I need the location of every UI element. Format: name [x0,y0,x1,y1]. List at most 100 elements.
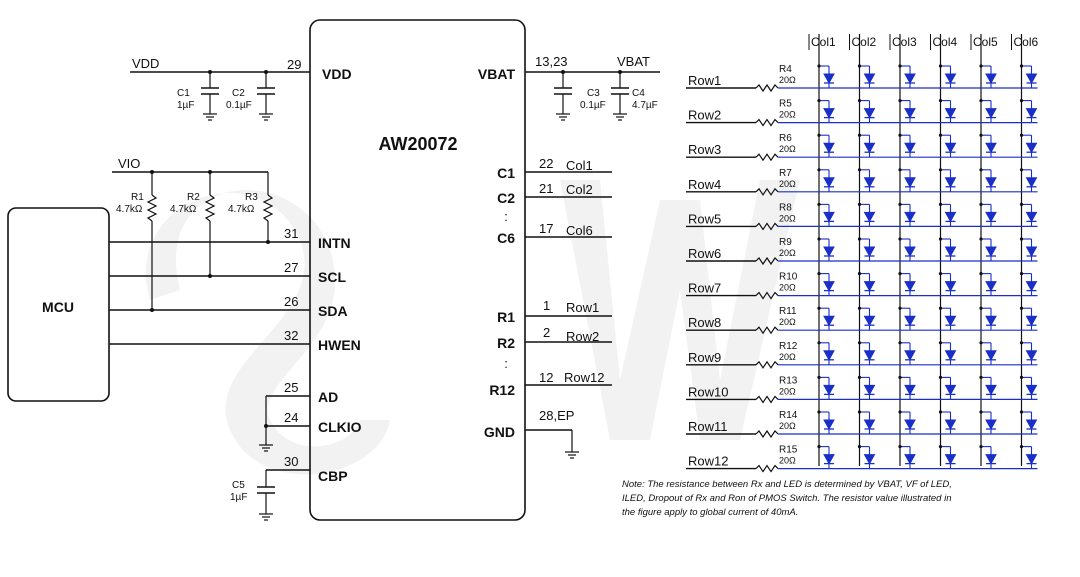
junction-dot [898,272,902,276]
junction-dot [938,306,943,310]
note-line-2: ILED, Dropout of Rx and Ron of PMOS Swit… [622,493,951,504]
junction-dot [817,445,821,449]
led-icon [985,384,997,396]
junction-dot [898,237,902,241]
pin-num-gnd: 28,EP [539,408,574,423]
row-resistor [755,153,779,162]
row-resistor [755,118,779,127]
led-icon [863,419,876,431]
row-label-7: Row7 [688,281,721,296]
junction-dot [898,168,902,172]
led-icon [823,246,835,258]
led-icon [985,211,997,223]
led-icon [904,350,916,361]
junction-dot [817,168,821,172]
row-resistor-ref: R5 [779,99,792,110]
row-resistor-value: 20Ω [779,248,796,258]
junction-dot [817,237,821,241]
row-resistor [755,360,779,369]
led-icon [823,454,835,465]
led-icon [1025,454,1038,465]
led-icon [904,384,916,396]
led-icon [823,142,835,154]
pin-num-hwen: 32 [284,328,298,343]
led-icon [823,108,835,119]
row-resistor-ref: R8 [779,202,792,213]
c3-ref: C3 [587,88,600,99]
junction-dot [938,202,943,206]
junction-dot [817,341,821,345]
col-label-5: Col5 [973,35,998,49]
junction-dot [1019,237,1024,241]
pin-name-sda: SDA [318,303,348,319]
c4-value: 4.7µF [632,100,658,111]
led-icon [904,211,916,223]
junction-dot [857,202,862,206]
left-wiring: VDD C1 1µF C2 0.1µF VIO [109,56,310,521]
row-resistor-ref: R4 [779,64,792,75]
junction-dot [979,272,983,276]
row-resistor [755,291,779,300]
watermark [145,180,800,475]
pin-name-vdd: VDD [322,66,352,82]
junction-dot [979,375,983,379]
led-icon [904,454,916,465]
row-resistor-value: 20Ω [779,317,796,327]
aw20072-chip: AW20072 [309,19,526,521]
led-icon [823,177,835,188]
led-icon [985,315,997,327]
pin-name-gnd: GND [484,424,515,440]
junction-dot [979,168,983,172]
row-label-10: Row10 [688,384,728,399]
row-label-12: Row12 [688,454,728,469]
r3-ref: R3 [245,192,258,203]
net-vbat: VBAT [617,54,650,69]
junction-dot [857,99,862,103]
led-icon [863,177,876,188]
led-icon [1025,384,1038,396]
led-icon [823,281,835,292]
junction-dot [938,99,943,103]
pin-num-c2: 21 [539,181,553,196]
row-label-4: Row4 [688,177,721,192]
mcu-label: MCU [42,299,74,315]
led-icon [985,177,997,188]
led-icon [944,350,957,361]
c1-value: 1µF [177,100,194,111]
led-icon [1025,177,1038,188]
led-icon [1025,142,1038,154]
net-col2: Col2 [566,182,593,197]
pin-name-ad: AD [318,389,338,405]
junction-dot [857,272,862,276]
junction-dot [898,445,902,449]
r3-value: 4.7kΩ [228,204,255,215]
row-resistor [755,429,779,439]
led-icon [1025,73,1038,85]
junction-dot [1019,341,1024,345]
note-line-1: Note: The resistance between Rx and LED … [622,479,952,490]
junction-dot [898,375,902,379]
r1-ref: R1 [131,192,144,203]
led-icon [944,142,957,154]
row-resistor-ref: R12 [779,341,798,352]
pin-num-intn: 31 [284,226,298,241]
led-icon [863,454,876,465]
led-icon [863,73,876,85]
row-label-8: Row8 [688,315,721,330]
junction-dot [938,272,943,276]
chip-body [309,19,526,521]
junction-dot [979,99,983,103]
row-resistor-ref: R13 [779,375,798,386]
led-icon [985,454,997,465]
row-label-2: Row2 [688,108,721,123]
pin-num-sda: 26 [284,294,298,309]
row-resistor-ref: R10 [779,272,798,283]
junction-dot [1019,410,1024,414]
junction-dot [857,341,862,345]
r2-ref: R2 [187,192,200,203]
row-resistor-value: 20Ω [779,456,796,466]
net-vdd: VDD [132,56,159,71]
led-icon [823,315,835,327]
row-label-11: Row11 [688,419,728,434]
c1-ref: C1 [177,88,190,99]
